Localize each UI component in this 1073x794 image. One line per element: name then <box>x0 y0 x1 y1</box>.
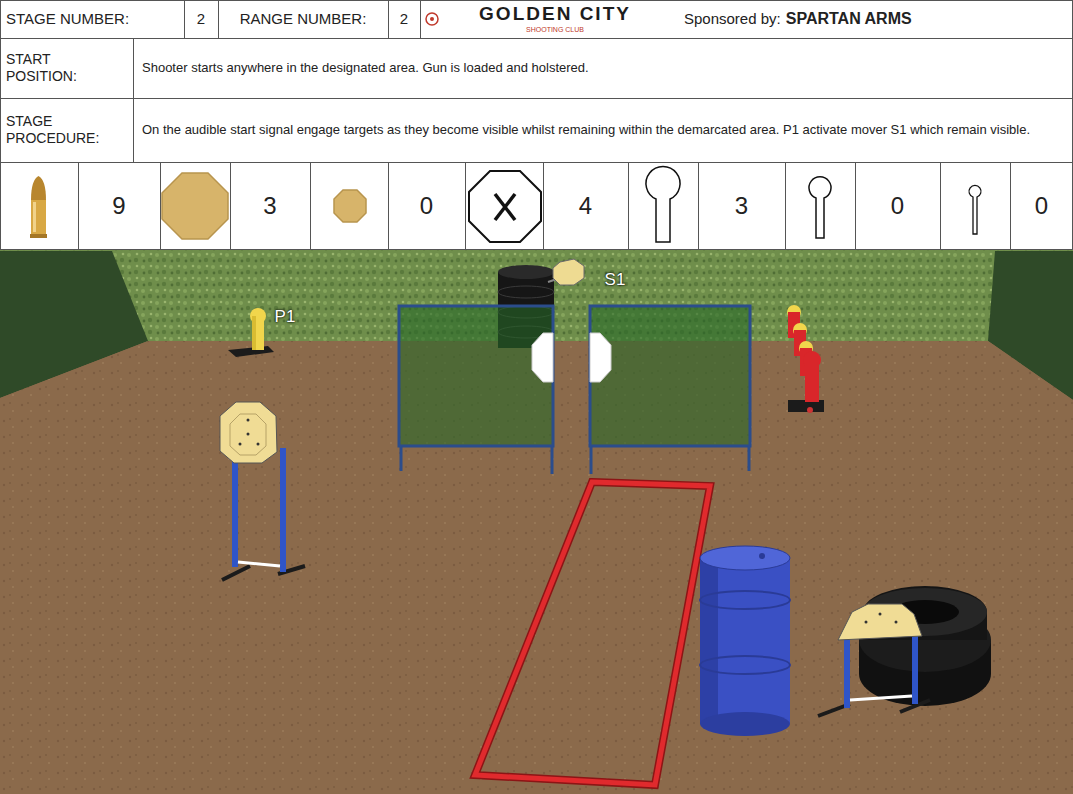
logo-target <box>426 13 438 25</box>
small-plate-icon <box>334 190 366 222</box>
club-logo: GOLDEN CITY <box>440 2 670 26</box>
callout-label: P1 <box>268 305 302 329</box>
header-table <box>0 0 1073 250</box>
target-count: 3 <box>230 162 310 250</box>
table-label: RANGE NUMBER: <box>218 0 388 38</box>
large-popper-icon <box>646 167 680 242</box>
start-position-text: Shooter starts anywhere in the designate… <box>142 38 1067 98</box>
callout-label: S1 <box>598 268 632 292</box>
round-count: 9 <box>78 162 160 250</box>
stage-number: 2 <box>184 0 218 38</box>
cartridge-icon <box>30 176 47 238</box>
range-scene <box>0 250 1073 794</box>
medium-popper-icon <box>809 177 831 238</box>
range-number: 2 <box>388 0 420 38</box>
no-shoot-icon <box>469 171 541 242</box>
target-count: 3 <box>698 162 785 250</box>
stage-procedure-text: On the audible start signal engage targe… <box>142 98 1067 162</box>
small-popper-icon <box>969 185 981 234</box>
club-subtitle: SHOOTING CLUB <box>440 25 670 36</box>
sponsor-label: Sponsored by: <box>684 0 781 38</box>
table-label: STAGE NUMBER: <box>0 0 184 38</box>
large-plate-icon <box>162 173 228 239</box>
sponsor-name: SPARTAN ARMS <box>786 0 912 38</box>
table-label: START POSITION: <box>0 38 100 98</box>
target-count: 0 <box>388 162 465 250</box>
table-label: STAGE PROCEDURE: <box>0 98 104 162</box>
target-count: 0 <box>1010 162 1073 250</box>
target-count: 0 <box>855 162 940 250</box>
target-count: 4 <box>543 162 628 250</box>
